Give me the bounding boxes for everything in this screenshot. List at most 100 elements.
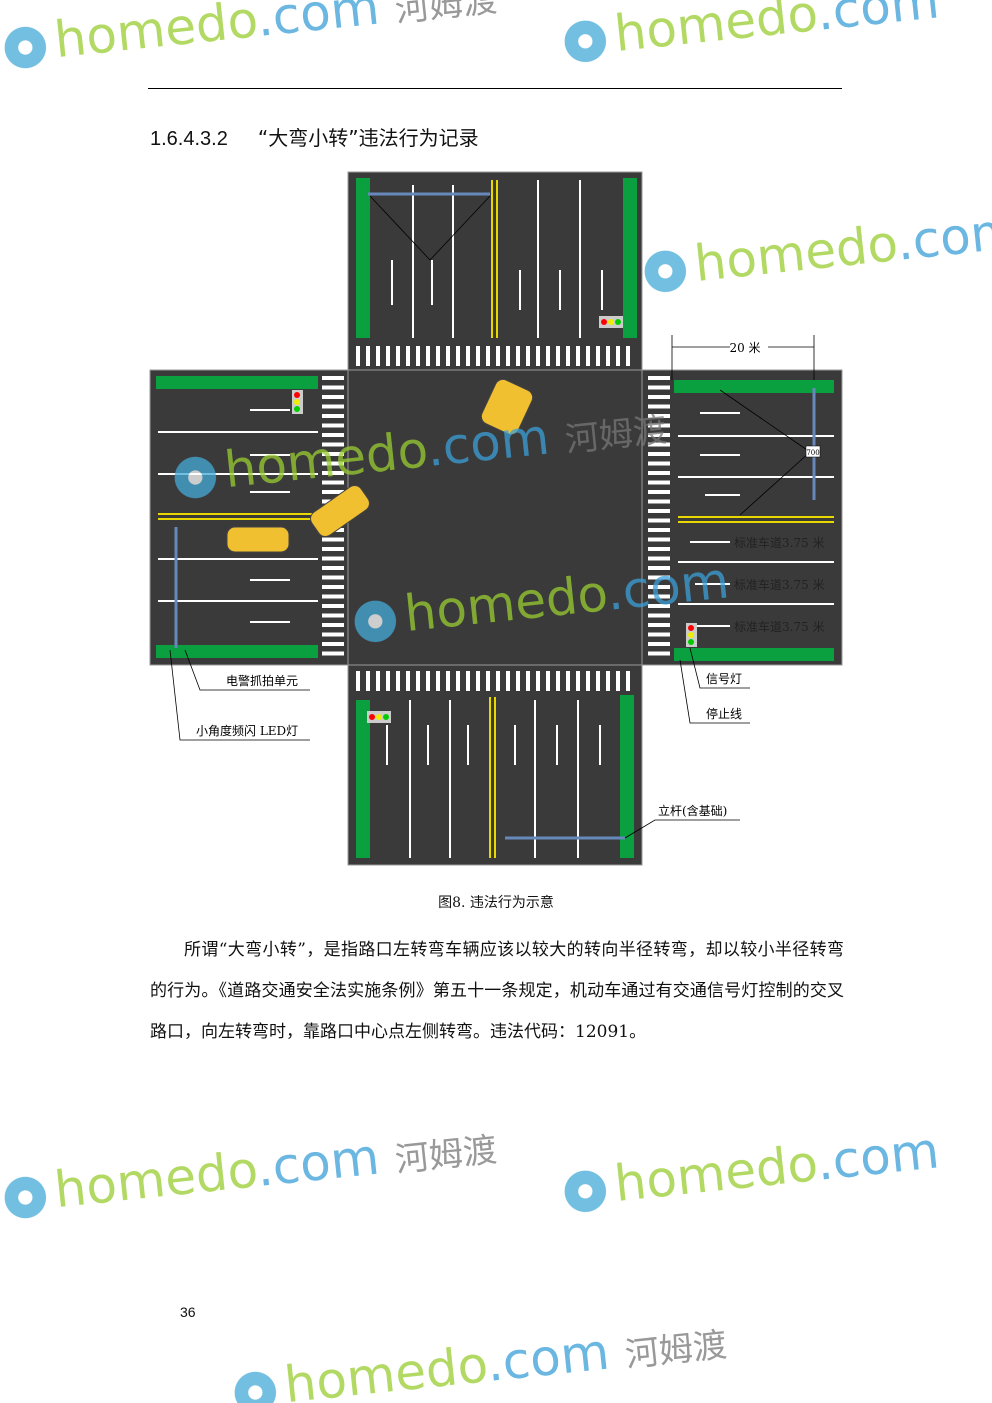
crosswalk-stripe: [576, 346, 580, 366]
crosswalk-stripe: [486, 346, 490, 366]
lane-label: 标准车道3.75 米: [734, 619, 825, 634]
crosswalk-stripe: [496, 346, 500, 366]
crosswalk-stripe: [322, 452, 344, 456]
watermark-logo: homedo.com 河姆渡: [0, 1114, 500, 1232]
crosswalk-stripe: [526, 346, 530, 366]
crosswalk-stripe: [466, 346, 470, 366]
crosswalk-stripe: [322, 442, 344, 447]
watermark-logo: homedo.com 河姆渡: [228, 1309, 730, 1403]
watermark-logo: homedo.com: [558, 1120, 942, 1219]
crosswalk-stripe: [386, 346, 390, 366]
crosswalk-stripe: [322, 642, 344, 646]
crosswalk-stripe: [486, 671, 490, 691]
crosswalk-stripe: [648, 556, 670, 561]
crosswalk-stripe: [596, 346, 600, 366]
crosswalk-stripe: [526, 671, 530, 691]
lane-arrows: [250, 260, 740, 765]
crosswalk-stripe: [546, 346, 550, 366]
crosswalk-stripe: [416, 671, 420, 691]
crosswalk-stripe: [516, 671, 520, 691]
crosswalk-stripe: [648, 613, 670, 618]
crosswalk-stripe: [322, 604, 344, 608]
crosswalk-stripe: [648, 471, 670, 475]
crosswalk-stripe: [648, 385, 670, 390]
crosswalk-stripe: [648, 604, 670, 608]
intersection-diagram: 700 20 米 标准车道3.75 米 标准车道3.75 米 标准车道3.75 …: [149, 171, 843, 866]
leader-lines: [169, 195, 815, 839]
crosswalk-stripe: [648, 594, 670, 599]
crosswalk-stripe: [366, 671, 370, 691]
crosswalk-stripe: [506, 671, 510, 691]
crosswalk-stripe: [648, 642, 670, 646]
crosswalk-stripe: [406, 671, 410, 691]
crosswalk-stripe: [648, 461, 670, 466]
crosswalk-stripe: [648, 651, 670, 656]
crosswalk-stripe: [626, 346, 630, 366]
crosswalk-stripe: [426, 671, 430, 691]
crosswalk-stripe: [322, 585, 344, 589]
lane-label: 标准车道3.75 米: [734, 577, 825, 592]
crosswalk-stripe: [386, 671, 390, 691]
crosswalk-stripe: [516, 346, 520, 366]
crosswalk-stripe: [322, 632, 344, 637]
crosswalk-stripe: [456, 346, 460, 366]
crosswalk-stripe: [648, 395, 670, 399]
callout-signal: 信号灯: [706, 672, 742, 686]
header-rule: [148, 88, 842, 89]
crosswalk-stripe: [322, 471, 344, 475]
crosswalks: [322, 346, 670, 691]
section-heading: 1.6.4.3.2 “大弯小转”违法行为记录: [150, 122, 479, 151]
section-number: 1.6.4.3.2: [150, 128, 228, 150]
body-paragraph: 所谓“大弯小转”，是指路口左转弯车辆应该以较大的转向半径转弯，却以较小半径转弯的…: [150, 940, 844, 1042]
crosswalk-stripe: [648, 452, 670, 456]
crosswalk-stripe: [536, 346, 540, 366]
crosswalk-stripe: [322, 423, 344, 428]
crosswalk-stripe: [476, 671, 480, 691]
crosswalk-stripe: [648, 575, 670, 580]
crosswalk-stripe: [648, 585, 670, 589]
page-number: 36: [180, 1304, 196, 1320]
crosswalk-stripe: [356, 671, 360, 691]
crosswalk-stripe: [648, 433, 670, 437]
crosswalk-stripe: [446, 346, 450, 366]
crosswalk-stripe: [322, 575, 344, 580]
crosswalk-stripe: [566, 346, 570, 366]
green-belts: [156, 178, 834, 858]
crosswalk-stripe: [396, 346, 400, 366]
crosswalk-stripe: [456, 671, 460, 691]
crosswalk-stripe: [322, 433, 344, 437]
crosswalk-stripe: [566, 671, 570, 691]
crosswalk-stripe: [426, 346, 430, 366]
crosswalk-stripe: [616, 671, 620, 691]
crosswalk-stripe: [648, 537, 670, 542]
crosswalk-stripe: [322, 404, 344, 409]
crosswalk-stripe: [576, 671, 580, 691]
crosswalk-stripe: [648, 480, 670, 485]
crosswalk-stripe: [322, 414, 344, 418]
crosswalk-stripe: [648, 547, 670, 551]
crosswalk-stripe: [322, 461, 344, 466]
dimension-label: 20 米: [729, 341, 760, 355]
crosswalk-stripe: [648, 442, 670, 447]
crosswalk-stripe: [322, 594, 344, 599]
crosswalk-stripe: [648, 518, 670, 523]
crosswalk-stripe: [322, 651, 344, 656]
crosswalk-stripe: [606, 671, 610, 691]
crosswalk-stripe: [648, 499, 670, 504]
crosswalk-stripe: [476, 346, 480, 366]
crosswalk-stripe: [648, 623, 670, 627]
crosswalk-stripe: [406, 346, 410, 366]
callout-camera: 电警抓拍单元: [226, 673, 298, 688]
crosswalk-stripe: [648, 490, 670, 494]
crosswalk-stripe: [556, 671, 560, 691]
crosswalk-stripe: [536, 671, 540, 691]
section-title: “大弯小转”违法行为记录: [257, 126, 479, 150]
crosswalk-stripe: [626, 671, 630, 691]
crosswalk-stripe: [648, 566, 670, 570]
crosswalk-stripe: [648, 509, 670, 513]
callout-stop-line: 停止线: [706, 706, 742, 721]
crosswalk-stripe: [546, 671, 550, 691]
crosswalk-stripe: [648, 414, 670, 418]
crosswalk-stripe: [616, 346, 620, 366]
